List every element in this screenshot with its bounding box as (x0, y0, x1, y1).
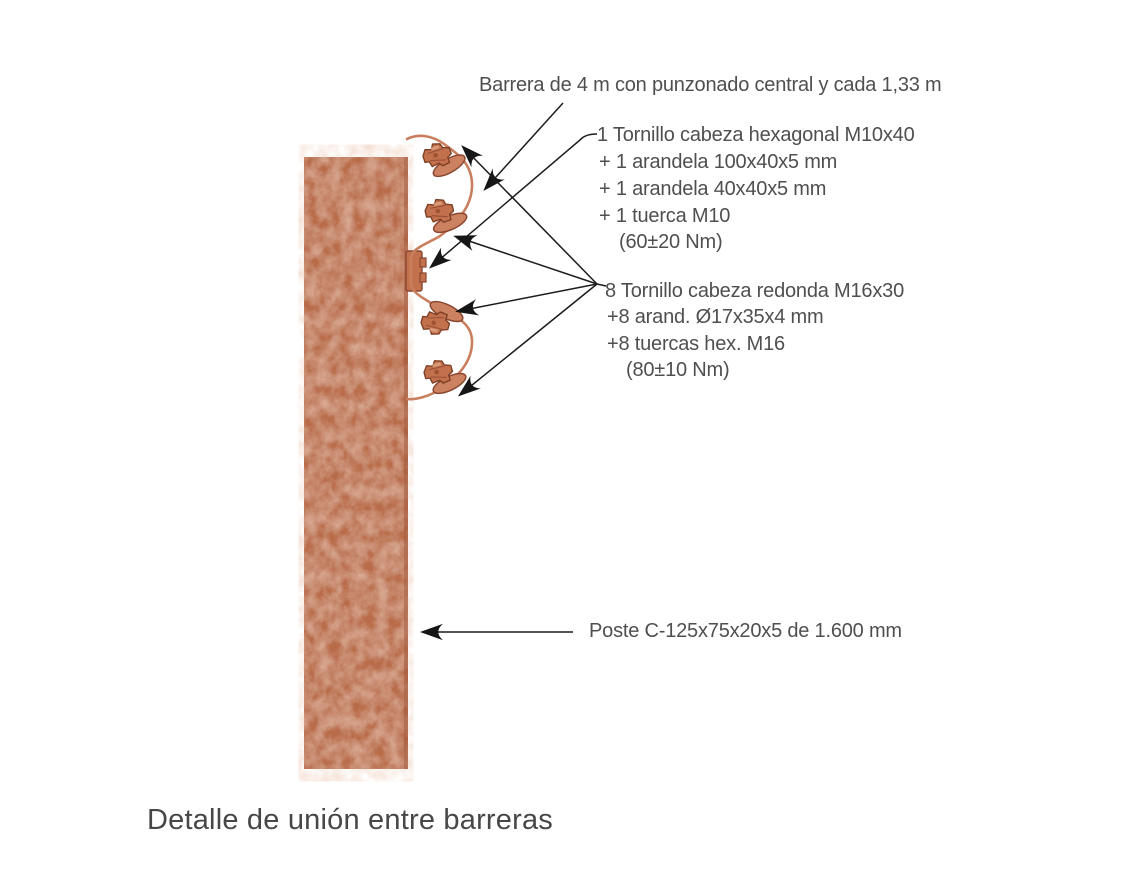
post-shape (304, 157, 408, 769)
m16-fan-line-mid (453, 235, 598, 285)
caption-title: Detalle de unión entre barreras (147, 804, 553, 836)
lap-plate (405, 250, 427, 292)
bolt-3 (419, 295, 468, 339)
m16-label-line-3: +8 tuercas hex. M16 (607, 333, 785, 355)
m10-label-line-3: + 1 arandela 40x40x5 mm (599, 178, 827, 200)
m16-fan-dash (596, 283, 607, 287)
barrier-label: Barrera de 4 m con punzonado central y c… (479, 74, 942, 96)
m16-label-line-1: 8 Tornillo cabeza redonda M16x30 (605, 280, 904, 302)
m16-label-line-2: +8 arand. Ø17x35x4 mm (607, 306, 824, 328)
m16-fan-line-lower (455, 283, 598, 316)
m16-fan-line-bottom (457, 283, 598, 397)
bolt-2 (423, 196, 471, 238)
m10-label-torque: (60±20 Nm) (619, 231, 723, 253)
m10-leader-line (428, 133, 598, 269)
m10-label-line-2: + 1 arandela 100x40x5 mm (599, 151, 838, 173)
m16-label-torque: (80±10 Nm) (626, 359, 730, 381)
barrier-leader-line (483, 102, 564, 191)
m16-fan-lines (453, 145, 607, 397)
m10-label-line-1: 1 Tornillo cabeza hexagonal M10x40 (597, 124, 915, 146)
post-label: Poste C-125x75x20x5 de 1.600 mm (589, 620, 902, 642)
post-edge-shading (404, 157, 408, 769)
m16-fan-line-top (461, 145, 598, 285)
m10-label-line-4: + 1 tuerca M10 (599, 205, 731, 227)
